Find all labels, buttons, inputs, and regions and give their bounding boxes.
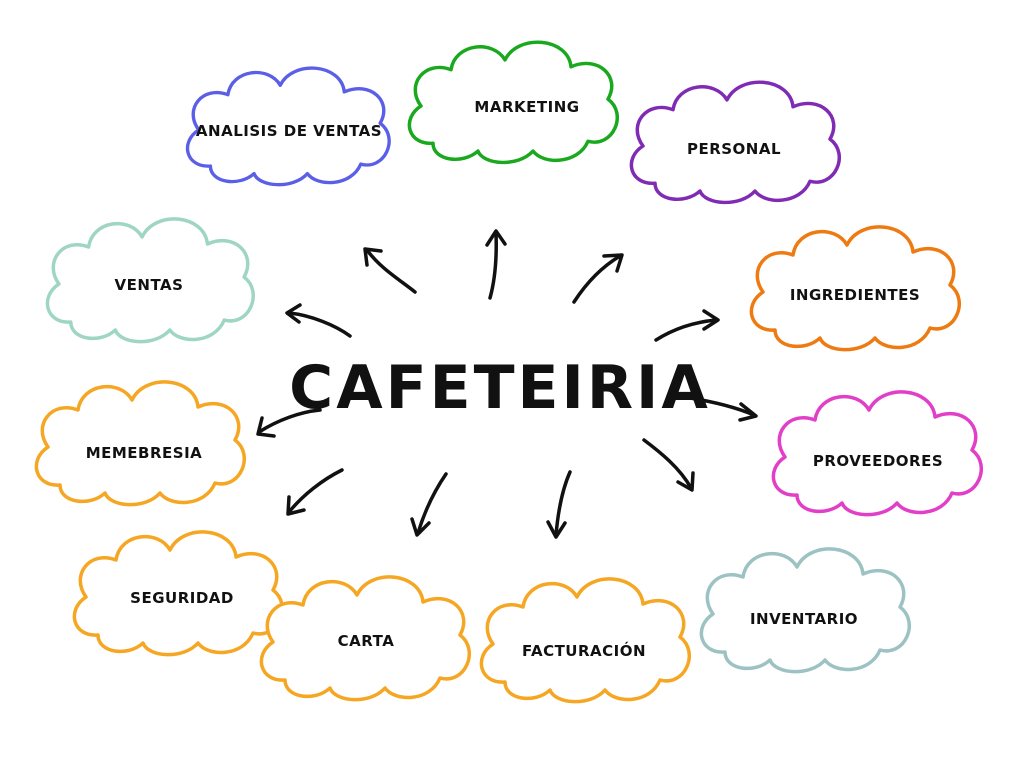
cloud-label-proveedores: PROVEEDORES xyxy=(813,452,943,470)
arrow-to-ventas-head xyxy=(285,303,302,324)
arrow-to-proveedores xyxy=(688,396,756,417)
cloud-label-ingredientes: INGREDIENTES xyxy=(790,286,920,304)
arrow-group xyxy=(256,229,758,539)
arrow-to-inventario xyxy=(642,438,693,490)
cloud-group: ANALISIS DE VENTAS MARKETING PERSONAL VE… xyxy=(34,40,984,704)
arrow-to-marketing-head xyxy=(485,229,507,247)
cloud-label-seguridad: SEGURIDAD xyxy=(130,589,234,607)
cloud-label-analisis: ANALISIS DE VENTAS xyxy=(196,122,382,140)
arrow-to-carta-head xyxy=(410,517,431,537)
cloud-label-facturacion: FACTURACIÓN xyxy=(522,641,646,660)
cloud-label-memebresia: MEMEBRESIA xyxy=(86,444,203,462)
cloud-node-facturacion xyxy=(479,577,692,704)
arrow-to-ingredientes xyxy=(654,318,718,342)
arrow-to-facturacion-head xyxy=(546,520,567,539)
arrow-to-personal-head xyxy=(602,253,624,273)
arrow-to-ingredientes-head xyxy=(702,309,720,331)
cloud-label-marketing: MARKETING xyxy=(474,98,579,116)
arrow-to-memebresia-head xyxy=(256,416,276,438)
arrow-to-carta xyxy=(416,472,448,535)
arrow-to-facturacion xyxy=(554,470,572,537)
arrow-to-marketing xyxy=(488,231,498,300)
arrow-to-seguridad-head xyxy=(286,495,306,516)
cloud-label-carta: CARTA xyxy=(338,632,395,650)
cloud-label-inventario: INVENTARIO xyxy=(750,610,858,628)
cloud-label-personal: PERSONAL xyxy=(687,140,781,158)
arrow-to-analisis xyxy=(365,248,417,294)
arrow-to-proveedores-head xyxy=(738,402,758,422)
arrow-to-personal xyxy=(572,254,622,304)
arrow-to-inventario-head xyxy=(676,471,695,492)
cloud-outline xyxy=(479,577,692,704)
center-title: CAFETEIRIA xyxy=(289,353,711,423)
arrow-to-analisis-head xyxy=(363,247,383,267)
cloud-label-ventas: VENTAS xyxy=(115,276,184,294)
arrow-to-ventas xyxy=(287,311,352,338)
arrow-to-memebresia xyxy=(257,408,322,434)
arrow-to-seguridad xyxy=(287,468,344,514)
